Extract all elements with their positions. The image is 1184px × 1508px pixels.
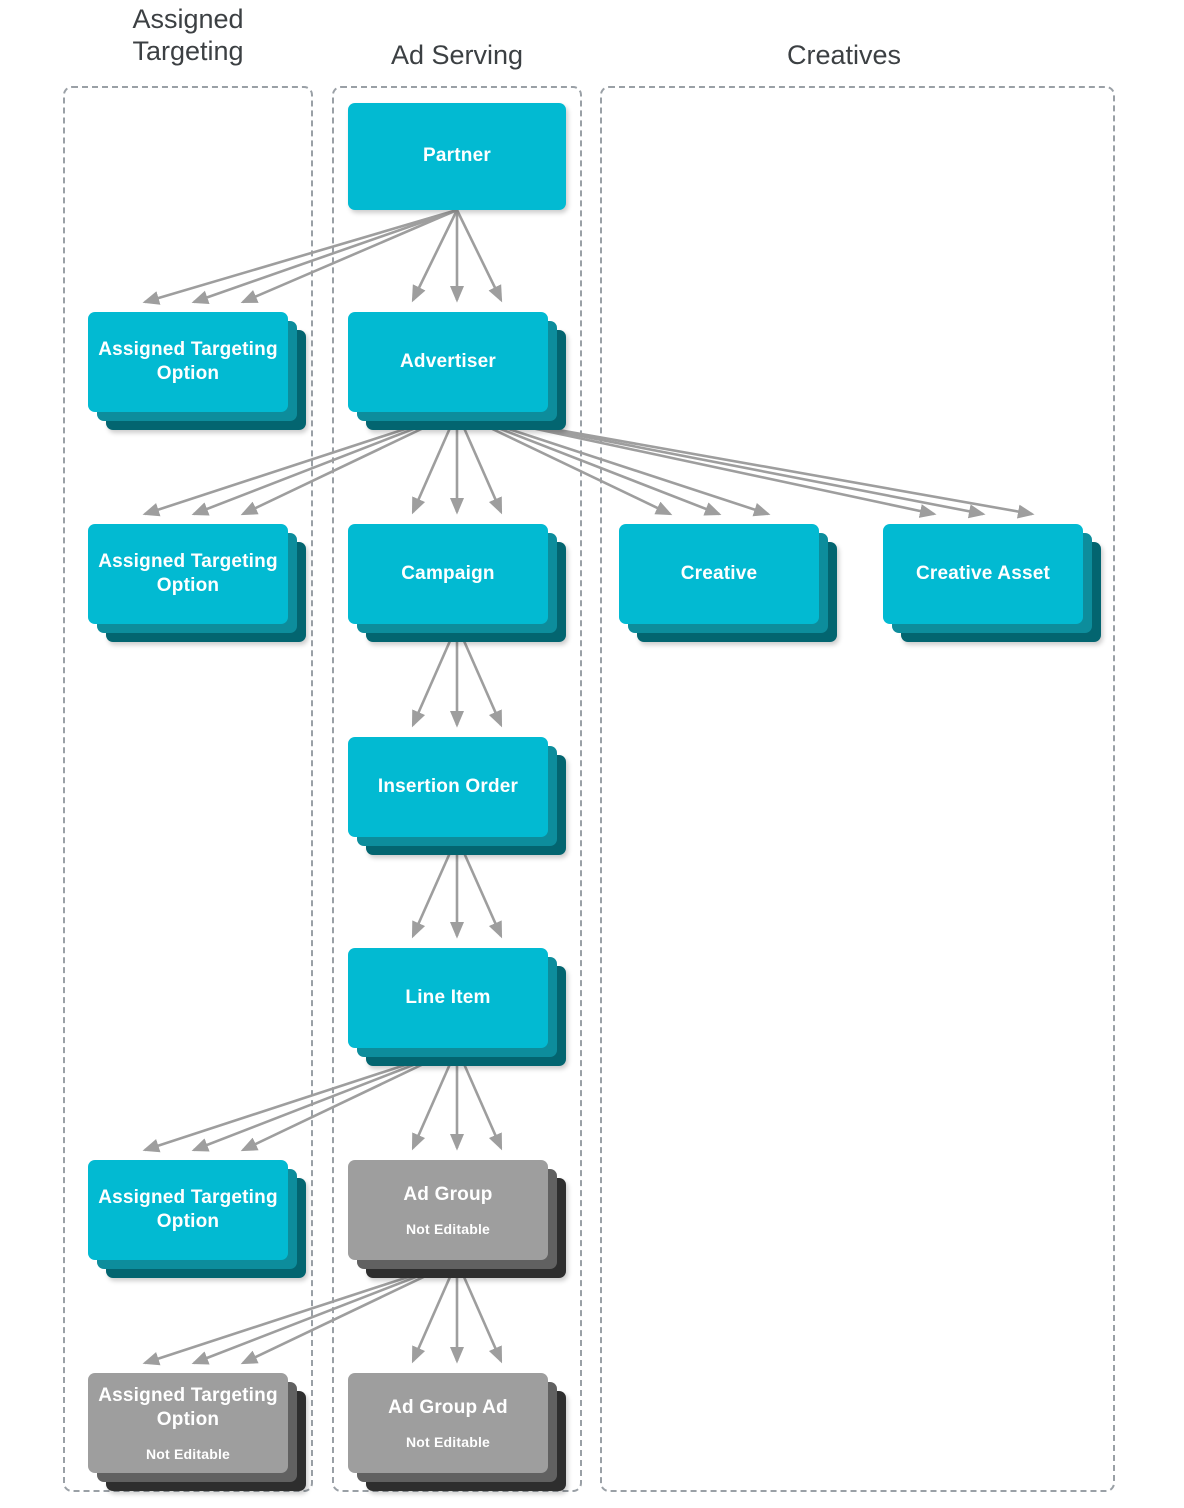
node-ato-partner[interactable]: Assigned Targeting Option bbox=[88, 312, 306, 430]
column-header-assigned-targeting: Assigned Targeting bbox=[132, 4, 244, 66]
node-campaign-label: Campaign bbox=[401, 562, 495, 584]
node-line-item[interactable]: Line Item bbox=[348, 948, 566, 1066]
node-creative-asset-label: Creative Asset bbox=[915, 562, 1051, 584]
node-insertion-order-label: Insertion Order bbox=[377, 775, 519, 797]
lane-creatives bbox=[600, 86, 1115, 1492]
lane-assigned-targeting bbox=[63, 86, 313, 1492]
node-ad-group[interactable]: Ad Group Not Editable bbox=[348, 1160, 566, 1278]
lane-ad-serving bbox=[332, 86, 582, 1492]
node-partner[interactable]: Partner bbox=[348, 103, 566, 210]
node-ad-group-ad-label: Ad Group Ad bbox=[388, 1396, 508, 1418]
node-ato-partner-label: Assigned Targeting Option bbox=[98, 338, 278, 384]
node-ad-group-note: Not Editable bbox=[405, 1221, 491, 1238]
node-insertion-order[interactable]: Insertion Order bbox=[348, 737, 566, 855]
column-header-creatives: Creatives bbox=[786, 40, 902, 70]
column-header-ad-serving: Ad Serving bbox=[390, 40, 524, 70]
node-ato-line-item-label: Assigned Targeting Option bbox=[98, 1186, 278, 1232]
node-advertiser[interactable]: Advertiser bbox=[348, 312, 566, 430]
node-ato-advertiser-label: Assigned Targeting Option bbox=[98, 550, 278, 596]
node-creative-label: Creative bbox=[680, 562, 758, 584]
node-creative-asset[interactable]: Creative Asset bbox=[883, 524, 1101, 642]
node-ato-ad-group[interactable]: Assigned Targeting Option Not Editable bbox=[88, 1373, 306, 1491]
node-creative[interactable]: Creative bbox=[619, 524, 837, 642]
node-campaign[interactable]: Campaign bbox=[348, 524, 566, 642]
node-ad-group-ad-note: Not Editable bbox=[405, 1434, 491, 1451]
node-ad-group-ad[interactable]: Ad Group Ad Not Editable bbox=[348, 1373, 566, 1491]
node-partner-label: Partner bbox=[423, 145, 491, 167]
node-line-item-label: Line Item bbox=[405, 986, 491, 1008]
node-advertiser-label: Advertiser bbox=[400, 350, 496, 372]
node-ato-ad-group-label: Assigned Targeting Option bbox=[98, 1384, 278, 1430]
node-ato-advertiser[interactable]: Assigned Targeting Option bbox=[88, 524, 306, 642]
node-ato-line-item[interactable]: Assigned Targeting Option bbox=[88, 1160, 306, 1278]
node-ad-group-label: Ad Group bbox=[403, 1183, 493, 1205]
node-ato-ad-group-note: Not Editable bbox=[145, 1446, 231, 1463]
